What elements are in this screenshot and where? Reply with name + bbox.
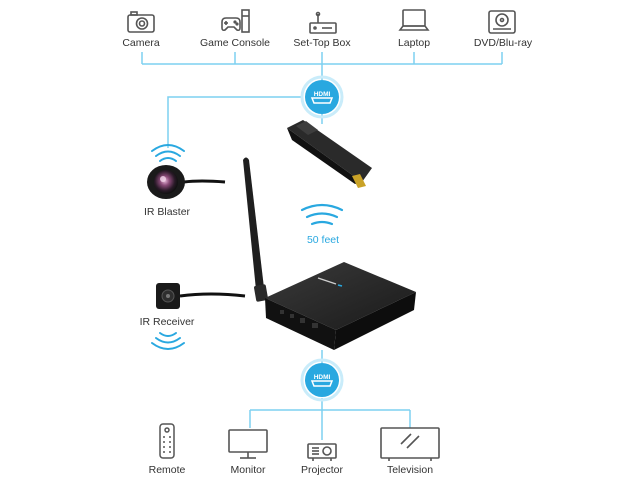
source-label-laptop: Laptop xyxy=(397,37,431,49)
game-console-icon xyxy=(221,9,250,33)
remote-label: Remote xyxy=(148,464,186,476)
hdmi-badge-bottom-label: HDMI xyxy=(314,374,331,381)
line-to-ir-blaster xyxy=(167,96,303,148)
display-label-monitor: Monitor xyxy=(230,464,266,476)
wireless-signal-icon xyxy=(300,203,344,226)
distance-label: 50 feet xyxy=(306,234,340,246)
display-label-projector: Projector xyxy=(300,464,344,476)
ir-receiver-signal-icon xyxy=(151,332,185,350)
projector-icon xyxy=(307,443,337,461)
hdmi-badge-bottom xyxy=(300,358,344,402)
hdmi-badge-top xyxy=(300,75,344,119)
receiver-antenna xyxy=(243,157,268,302)
camera-icon xyxy=(127,11,155,33)
ir-blaster-signal-icon xyxy=(151,144,185,162)
set-top-box-icon xyxy=(309,11,337,34)
ir-receiver-label: IR Receiver xyxy=(139,316,195,328)
dvd-icon xyxy=(488,10,516,34)
source-label-dvd: DVD/Blu-ray xyxy=(473,37,533,49)
transmitter-dongle xyxy=(287,120,372,188)
display-label-television: Television xyxy=(386,464,434,476)
receiver-box xyxy=(265,262,416,350)
source-label-game-console: Game Console xyxy=(199,37,271,49)
source-label-set-top-box: Set-Top Box xyxy=(293,37,351,49)
television-icon xyxy=(380,427,440,461)
ir-receiver-device xyxy=(156,283,246,309)
source-label-camera: Camera xyxy=(122,37,160,49)
remote-icon xyxy=(159,423,175,459)
receiver-brand-mark xyxy=(317,277,337,285)
ir-blaster-device xyxy=(147,165,226,199)
monitor-icon xyxy=(228,429,268,459)
hdmi-badge-top-label: HDMI xyxy=(314,91,331,98)
ir-blaster-label: IR Blaster xyxy=(143,206,191,218)
source-bus xyxy=(141,52,503,440)
laptop-icon xyxy=(398,9,430,31)
